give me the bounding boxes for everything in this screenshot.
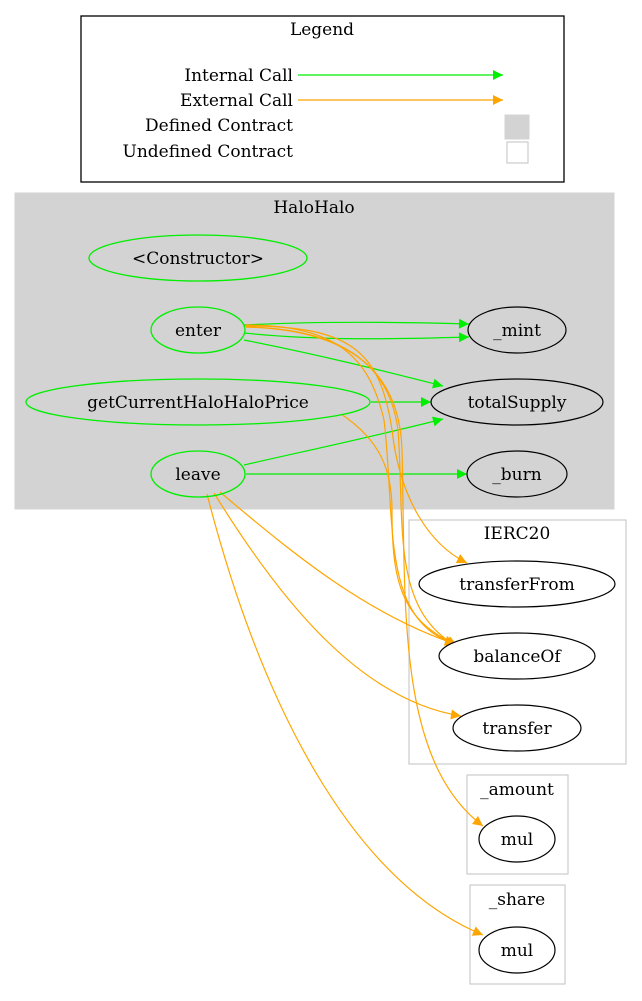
internal-call-edges [243,318,470,479]
node-burn[interactable]: _burn [466,450,568,498]
internal-target-nodes: _mint totalSupply _burn [430,306,604,498]
node-share-mul-shape [478,926,556,974]
legend-title: Legend [290,20,354,40]
edge-price-to-balanceof [340,413,458,646]
edge-enter-to-balanceof-1 [245,324,456,646]
node-balance-of[interactable]: balanceOf [438,632,596,680]
node-transfer-shape [452,704,582,752]
legend-external-call-label: External Call [180,91,293,111]
edge-enter-to-amount-mul [245,326,484,827]
cluster-share-title: _share [489,890,546,910]
cluster-halohalo-title: HaloHalo [273,198,354,218]
edge-enter-to-totalsupply [243,339,444,389]
halohalo-nodes: <Constructor> enter getCurrentHaloHaloPr… [25,234,371,498]
legend-defined-contract-label: Defined Contract [145,116,293,136]
node-amount-mul-shape [478,815,556,863]
node-constructor[interactable]: <Constructor> [88,234,308,282]
node-burn-shape [466,450,568,498]
node-transfer[interactable]: transfer [452,704,582,752]
node-share-mul-label: mul [501,941,534,961]
node-enter[interactable]: enter [150,306,246,354]
edge-leave-to-totalsupply [243,416,444,466]
node-total-supply-label: totalSupply [468,393,567,413]
node-enter-label: enter [175,321,222,341]
node-transfer-from-shape [418,560,616,608]
node-amount-mul-label: mul [501,830,534,850]
ierc20-nodes: transferFrom balanceOf transfer [418,560,616,752]
edge-leave-to-transfer [213,492,462,720]
cluster-amount-title: _amount [480,780,554,800]
node-get-current-halohalo-price-label: getCurrentHaloHaloPrice [87,393,309,413]
node-mint-label: _mint [493,321,541,341]
node-get-current-halohalo-price-shape [25,378,371,426]
node-transfer-label: transfer [482,719,552,739]
node-share-mul[interactable]: mul [478,926,556,974]
node-leave-label: leave [175,465,220,485]
legend-internal-call-label: Internal Call [184,66,293,86]
cluster-ierc20-title: IERC20 [484,524,551,544]
node-mint-shape [467,306,567,354]
edge-leave-to-share-mul [206,493,484,936]
node-total-supply[interactable]: totalSupply [430,378,604,426]
node-balance-of-label: balanceOf [473,647,562,667]
legend-undefined-contract-swatch [506,141,529,164]
node-transfer-from-label: transferFrom [459,575,575,595]
node-enter-shape [150,306,246,354]
legend: Legend Internal Call External Call Defin… [80,15,565,183]
edge-enter-to-mint-1 [243,318,470,329]
node-leave[interactable]: leave [150,450,246,498]
node-mint[interactable]: _mint [467,306,567,354]
legend-defined-contract-swatch [504,114,530,140]
cluster-halohalo: HaloHalo [14,192,615,510]
node-leave-shape [150,450,246,498]
legend-frame [80,15,565,183]
edge-enter-to-balanceof-2 [245,326,458,647]
node-transfer-from[interactable]: transferFrom [418,560,616,608]
edge-enter-to-mint-2 [243,332,470,343]
node-total-supply-shape [430,378,604,426]
node-amount-mul[interactable]: mul [478,815,556,863]
edge-enter-to-transferfrom [245,325,468,564]
cluster-halohalo-background [14,192,615,510]
legend-undefined-contract-label: Undefined Contract [123,142,294,162]
node-constructor-shape [88,234,308,282]
node-burn-label: _burn [492,465,541,485]
node-balance-of-shape [438,632,596,680]
edge-leave-to-balanceof [219,491,456,646]
external-call-edges [206,324,484,936]
node-constructor-label: <Constructor> [132,249,264,269]
node-get-current-halohalo-price[interactable]: getCurrentHaloHaloPrice [25,378,371,426]
